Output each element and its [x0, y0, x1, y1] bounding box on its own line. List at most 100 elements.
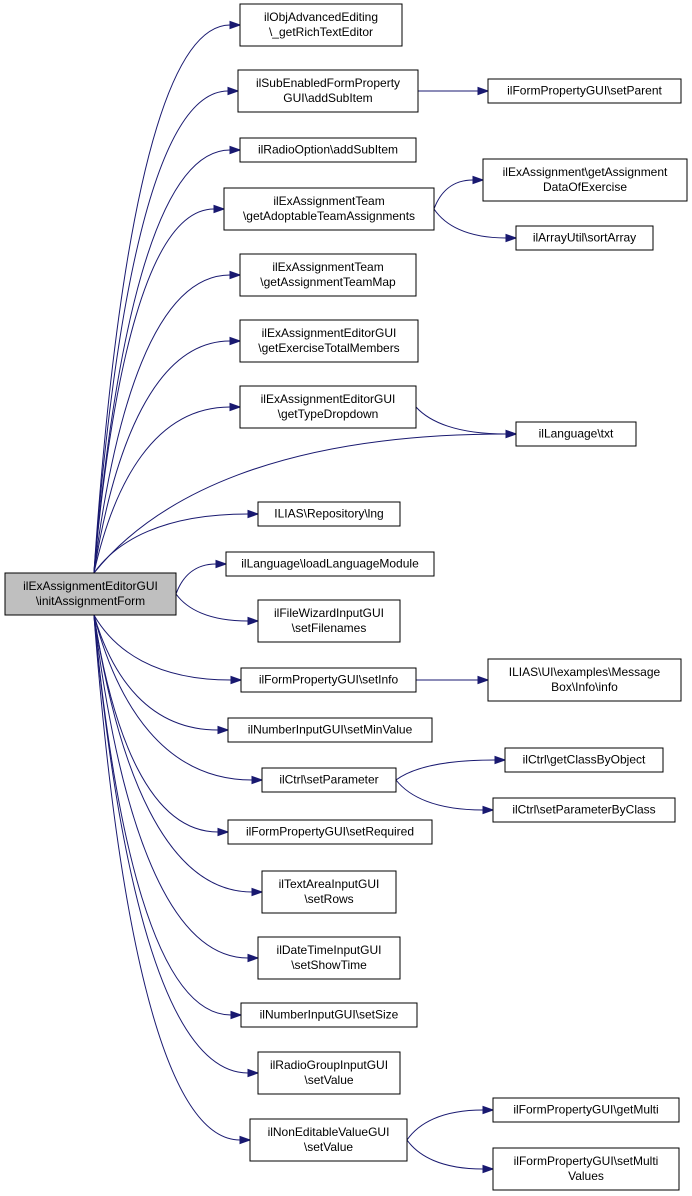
node-ilctrl-setparameter[interactable]: ilCtrl\setParameter	[261, 767, 397, 793]
node-label-line: DataOfExercise	[543, 180, 627, 194]
edge-n0-to-n17	[93, 614, 230, 735]
node-ilctrl-setparameterbyclass[interactable]: ilCtrl\setParameterByClass	[492, 797, 676, 823]
node-ilradiogroupinputgui-setvalue[interactable]: ilRadioGroupInputGUI\setValue	[257, 1051, 401, 1095]
node-label-line: \setValue	[304, 1140, 353, 1154]
node-label-line: ilFileWizardInputGUI	[274, 606, 384, 620]
arrowhead-icon	[472, 175, 485, 185]
edge-n0-to-n9	[93, 336, 242, 574]
arrowhead-icon	[227, 86, 240, 96]
node-box	[240, 1002, 418, 1028]
node-label-line: GUI\addSubItem	[283, 91, 372, 105]
node-ilfilewizardinputgui-setfilenames[interactable]: ilFileWizardInputGUI\setFilenames	[257, 599, 401, 643]
node-label-line: ilExAssignmentTeam	[273, 194, 384, 208]
edge-line	[93, 614, 249, 959]
node-label-line: ilFormPropertyGUI\setMulti	[514, 1154, 659, 1168]
node-ilexassignmentteam-getassignmentteammap[interactable]: ilExAssignmentTeam\getAssignmentTeamMap	[239, 253, 417, 297]
node-label-line: \getAdoptableTeamAssignments	[243, 209, 415, 223]
arrowhead-icon	[230, 675, 243, 685]
edge-n0-to-n25	[93, 614, 260, 1078]
node-label-line: ilDateTimeInputGUI	[277, 943, 382, 957]
arrowhead-icon	[482, 1105, 495, 1115]
node-box	[249, 1118, 408, 1162]
edge-n26-to-n28	[406, 1139, 495, 1174]
node-label-line: ilNumberInputGUI\setSize	[260, 1008, 399, 1022]
edge-line	[406, 1139, 484, 1170]
edge-line	[93, 513, 249, 574]
edge-line	[93, 90, 229, 574]
node-box	[239, 385, 417, 429]
arrowhead-icon	[482, 1164, 495, 1174]
edge-line	[93, 274, 231, 574]
arrowhead-icon	[247, 1068, 260, 1078]
node-illanguage-loadlanguagemodule[interactable]: ilLanguage\loadLanguageModule	[225, 551, 435, 577]
node-label-line: \setFilenames	[292, 621, 367, 635]
node-box	[504, 747, 664, 773]
node-ilexassignmenteditorgui-gettypedropdown[interactable]: ilExAssignmentEditorGUI\getTypeDropdown	[239, 385, 417, 429]
edge-n0-to-n12	[93, 509, 260, 574]
arrowhead-icon	[239, 1135, 252, 1145]
node-ilnoneditablevaluegui-setvalue[interactable]: ilNonEditableValueGUI\setValue	[249, 1118, 408, 1162]
node-box	[4, 572, 177, 616]
edge-line	[406, 1109, 484, 1141]
node-ilexassignmentteam-getadoptableteamassignments[interactable]: ilExAssignmentTeam\getAdoptableTeamAssig…	[223, 187, 435, 231]
node-box	[492, 797, 676, 823]
node-illanguage-txt[interactable]: ilLanguage\txt	[515, 421, 637, 447]
node-ilexassignmenteditorgui-initassignmentform[interactable]: ilExAssignmentEditorGUI\initAssignmentFo…	[4, 572, 177, 616]
node-ilnumberinputgui-setminvalue[interactable]: ilNumberInputGUI\setMinValue	[227, 717, 433, 743]
edge-line	[93, 24, 231, 574]
arrowhead-icon	[229, 20, 242, 30]
node-ilformpropertygui-setinfo[interactable]: ilFormPropertyGUI\setInfo	[240, 667, 417, 693]
arrowhead-icon	[230, 1010, 243, 1020]
edge-n0-to-n8	[93, 270, 242, 574]
node-ilnumberinputgui-setsize[interactable]: ilNumberInputGUI\setSize	[240, 1002, 418, 1028]
node-ilarrayutil-sortarray[interactable]: ilArrayUtil\sortArray	[515, 225, 654, 251]
edge-line	[433, 208, 507, 239]
node-label-line: ilFormPropertyGUI\getMulti	[513, 1103, 658, 1117]
arrowhead-icon	[229, 145, 242, 155]
edge-line	[433, 179, 474, 210]
node-label-line: \_getRichTextEditor	[269, 25, 373, 39]
node-label-line: ilCtrl\getClassByObject	[523, 753, 646, 767]
node-ildatetimeinputgui-setshowtime[interactable]: ilDateTimeInputGUI\setShowTime	[257, 936, 401, 980]
node-box	[257, 501, 401, 527]
node-label-line: \setValue	[304, 1073, 353, 1087]
edge-n5-to-n6	[433, 175, 485, 210]
node-box	[239, 319, 419, 363]
node-box	[237, 69, 419, 113]
arrowhead-icon	[229, 270, 242, 280]
node-ilexassignmenteditorgui-getexercisetotalmembers[interactable]: ilExAssignmentEditorGUI\getExerciseTotal…	[239, 319, 419, 363]
node-ilformpropertygui-setparent[interactable]: ilFormPropertyGUI\setParent	[487, 78, 682, 104]
node-box	[240, 667, 417, 693]
node-ilctrl-getclassbyobject[interactable]: ilCtrl\getClassByObject	[504, 747, 664, 773]
node-box	[261, 767, 397, 793]
node-box	[482, 158, 688, 202]
node-box	[239, 253, 417, 297]
node-label-line: ilExAssignmentEditorGUI	[262, 326, 397, 340]
node-ilexassignment-getassignmentdataofexercise[interactable]: ilExAssignment\getAssignmentDataOfExerci…	[482, 158, 688, 202]
edge-n0-to-n13	[175, 559, 228, 595]
arrowhead-icon	[229, 336, 242, 346]
edge-n2-to-n3	[418, 86, 490, 96]
node-label-line: \getAssignmentTeamMap	[260, 275, 396, 289]
node-ilformpropertygui-setrequired[interactable]: ilFormPropertyGUI\setRequired	[227, 819, 433, 845]
edge-line	[175, 593, 249, 622]
node-label-line: ilRadioOption\addSubItem	[258, 143, 398, 157]
node-ilobjadvancedediting-getrichtexteditor[interactable]: ilObjAdvancedEditing\_getRichTextEditor	[239, 3, 403, 47]
edge-n0-to-n26	[93, 614, 252, 1145]
edge-n0-to-n24	[93, 614, 243, 1020]
node-ilformpropertygui-getmulti[interactable]: ilFormPropertyGUI\getMulti	[492, 1097, 680, 1123]
node-iltextareainputgui-setrows[interactable]: ilTextAreaInputGUI\setRows	[261, 870, 397, 914]
node-box	[515, 421, 637, 447]
node-label-line: ilExAssignment\getAssignment	[503, 165, 668, 179]
edge-n0-to-n22	[93, 614, 264, 897]
node-label-line: ilLanguage\txt	[539, 427, 614, 441]
node-label-line: ilExAssignmentTeam	[272, 260, 383, 274]
edge-n18-to-n19	[395, 755, 507, 781]
edge-n5-to-n7	[433, 208, 518, 243]
edge-line	[93, 614, 241, 1141]
node-ilias-repository-lng[interactable]: ILIAS\Repository\lng	[257, 501, 401, 527]
node-ilradiooption-addsubitem[interactable]: ilRadioOption\addSubItem	[239, 137, 417, 163]
